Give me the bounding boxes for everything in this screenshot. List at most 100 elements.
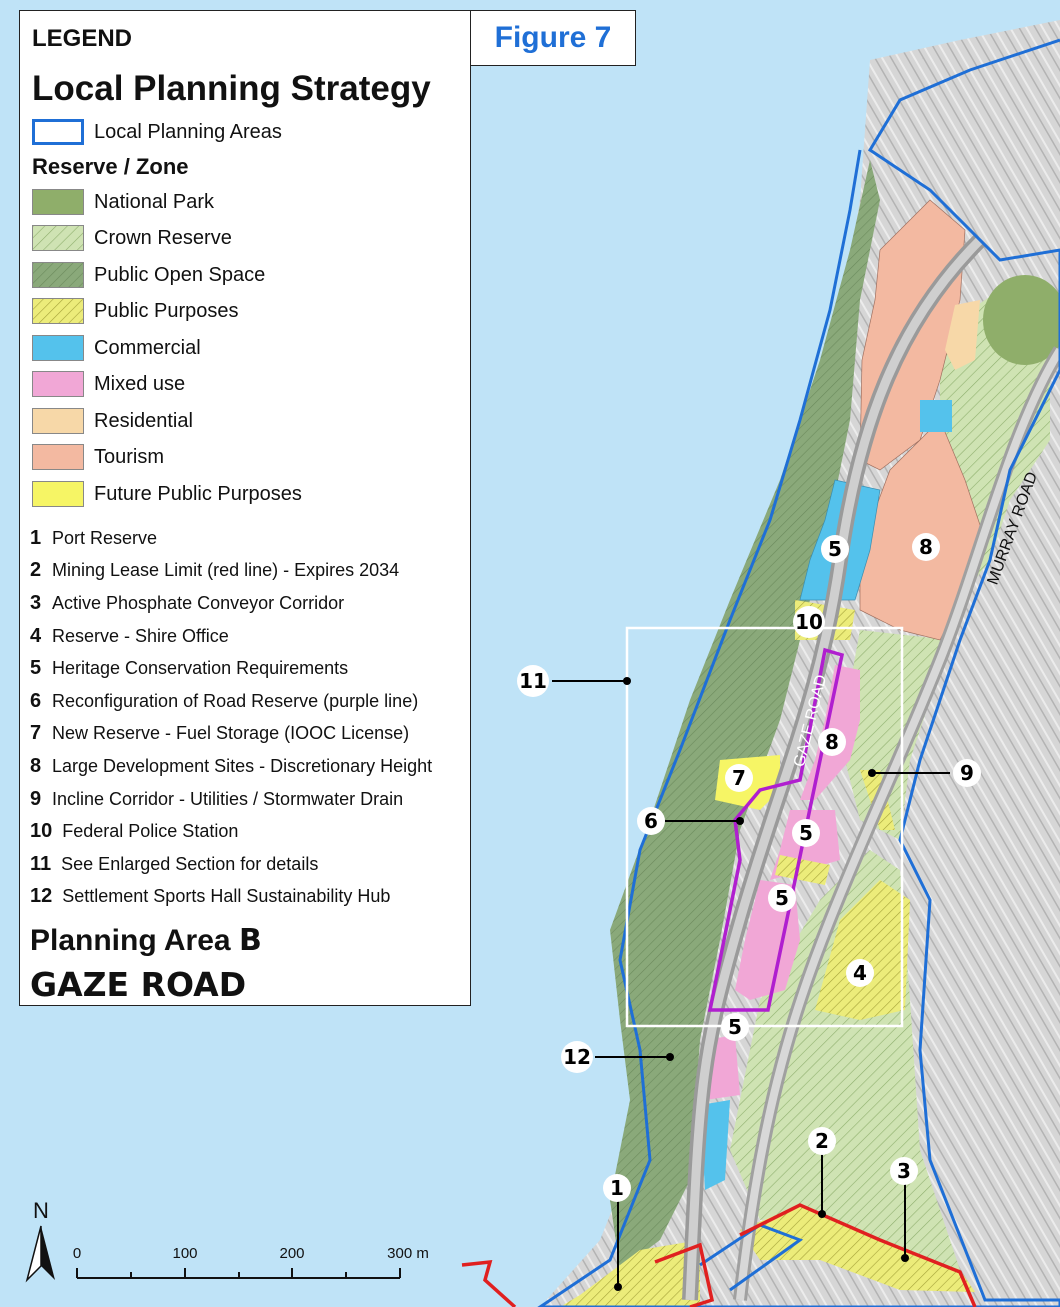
item-number: 3 xyxy=(30,591,42,614)
item-text: Reconfiguration of Road Reserve (purple … xyxy=(52,690,419,711)
map-marker-label: 5 xyxy=(728,1015,742,1039)
commercial-area-small xyxy=(920,400,952,432)
legend-item-3: 3 Active Phosphate Conveyor Corridor xyxy=(30,591,344,615)
zone-label: Future Public Purposes xyxy=(94,482,302,505)
svg-text:0: 0 xyxy=(73,1245,81,1262)
item-text: Incline Corridor - Utilities / Stormwate… xyxy=(52,788,404,809)
swatch-commercial xyxy=(32,335,84,361)
legend-zone-crown-reserve: Crown Reserve xyxy=(32,224,232,252)
planning-area-name: GAZE ROAD xyxy=(30,965,247,1004)
map-marker-label: 6 xyxy=(644,809,658,833)
legend-zone-national-park: National Park xyxy=(32,188,214,216)
public-purposes-area-bottom xyxy=(740,1205,975,1292)
zone-label: Commercial xyxy=(94,336,201,359)
item-number: 11 xyxy=(30,852,52,875)
boundary-label: Local Planning Areas xyxy=(94,120,282,143)
map-marker-11: 11 xyxy=(517,665,549,697)
item-number: 9 xyxy=(30,787,42,810)
map-marker-label: 5 xyxy=(775,886,789,910)
planning-area-prefix: Planning Area xyxy=(30,924,231,957)
mining-lease-line xyxy=(739,1203,977,1307)
map-marker-8: 8 xyxy=(818,728,846,756)
item-text: Federal Police Station xyxy=(62,820,239,841)
zone-label: Mixed use xyxy=(94,372,186,395)
map-marker-5: 5 xyxy=(721,1013,749,1041)
map-marker-label: 5 xyxy=(799,821,813,845)
map-marker-label: 11 xyxy=(519,669,547,693)
map-marker-label: 7 xyxy=(732,766,746,790)
map-marker-5: 5 xyxy=(821,535,849,563)
scale-bar: 0 100 200 300 m xyxy=(73,1245,429,1279)
public-purposes-area-small xyxy=(775,855,830,885)
swatch-tourism xyxy=(32,444,84,470)
swatch-future-public-purposes xyxy=(32,481,84,507)
zone-label: Crown Reserve xyxy=(94,226,232,249)
map-marker-label: 5 xyxy=(828,537,842,561)
zone-label: Residential xyxy=(94,409,193,432)
item-text: Port Reserve xyxy=(52,527,158,548)
item-text: Active Phosphate Conveyor Corridor xyxy=(52,592,345,613)
boundary-swatch xyxy=(32,119,84,145)
item-number: 6 xyxy=(30,689,42,712)
legend-zone-residential: Residential xyxy=(32,407,193,435)
swatch-mixed-use xyxy=(32,371,84,397)
map-marker-label: 8 xyxy=(919,535,933,559)
item-number: 12 xyxy=(30,884,53,907)
zone-label: Public Purposes xyxy=(94,299,239,322)
svg-text:300 m: 300 m xyxy=(387,1245,429,1262)
swatch-public-purposes xyxy=(32,298,84,324)
map-marker-label: 4 xyxy=(853,961,867,985)
svg-text:200: 200 xyxy=(279,1245,304,1262)
map-marker-4: 4 xyxy=(846,959,874,987)
mining-lease-line-west xyxy=(461,1242,715,1307)
legend-zone-future-public-purposes: Future Public Purposes xyxy=(32,480,302,508)
item-number: 1 xyxy=(30,526,42,549)
zone-label: Public Open Space xyxy=(94,263,266,286)
map-marker-label: 3 xyxy=(897,1159,911,1183)
item-number: 4 xyxy=(30,624,42,647)
legend-item-1: 1 Port Reserve xyxy=(30,526,157,550)
legend-zone-commercial: Commercial xyxy=(32,334,201,362)
item-number: 10 xyxy=(30,819,53,842)
public-open-space-area xyxy=(610,160,880,1270)
item-text: Reserve - Shire Office xyxy=(52,625,229,646)
legend-zone-tourism: Tourism xyxy=(32,443,164,471)
legend-boundary-row: Local Planning Areas xyxy=(32,117,282,147)
swatch-public-open-space xyxy=(32,262,84,288)
item-text: New Reserve - Fuel Storage (IOOC License… xyxy=(52,722,410,743)
item-text: Large Development Sites - Discretionary … xyxy=(52,755,433,776)
zone-label: National Park xyxy=(94,190,215,213)
figure-label: Figure 7 xyxy=(470,10,636,66)
item-number: 5 xyxy=(30,656,42,679)
legend-title: Local Planning Strategy xyxy=(32,69,431,108)
planning-area-boundary xyxy=(537,38,1060,1307)
swatch-residential xyxy=(32,408,84,434)
planning-area-boundary-inner xyxy=(699,1223,804,1292)
map-marker-2: 2 xyxy=(808,1127,836,1155)
map-marker-label: 10 xyxy=(795,610,823,634)
item-number: 8 xyxy=(30,754,42,777)
legend-item-8: 8 Large Development Sites - Discretionary… xyxy=(30,754,432,778)
legend-item-4: 4 Reserve - Shire Office xyxy=(30,624,229,648)
legend-item-10: 10 Federal Police Station xyxy=(30,819,238,843)
reserve-zone-heading: Reserve / Zone xyxy=(32,154,189,179)
gaze-road-center xyxy=(685,236,984,1301)
map-marker-12: 12 xyxy=(561,1041,593,1073)
public-purposes-area-4 xyxy=(815,880,910,1020)
map-marker-6: 6 xyxy=(637,807,665,835)
map-marker-10: 10 xyxy=(793,606,825,638)
zone-label: Tourism xyxy=(94,445,165,468)
legend-zone-mixed-use: Mixed use xyxy=(32,370,185,398)
map-marker-label: 9 xyxy=(960,761,974,785)
murray-road-center xyxy=(736,347,1060,1301)
swatch-crown-reserve xyxy=(32,225,84,251)
legend-item-9: 9 Incline Corridor - Utilities / Stormwat… xyxy=(30,787,403,811)
map-marker-8: 8 xyxy=(912,533,940,561)
map-marker-label: 8 xyxy=(825,730,839,754)
